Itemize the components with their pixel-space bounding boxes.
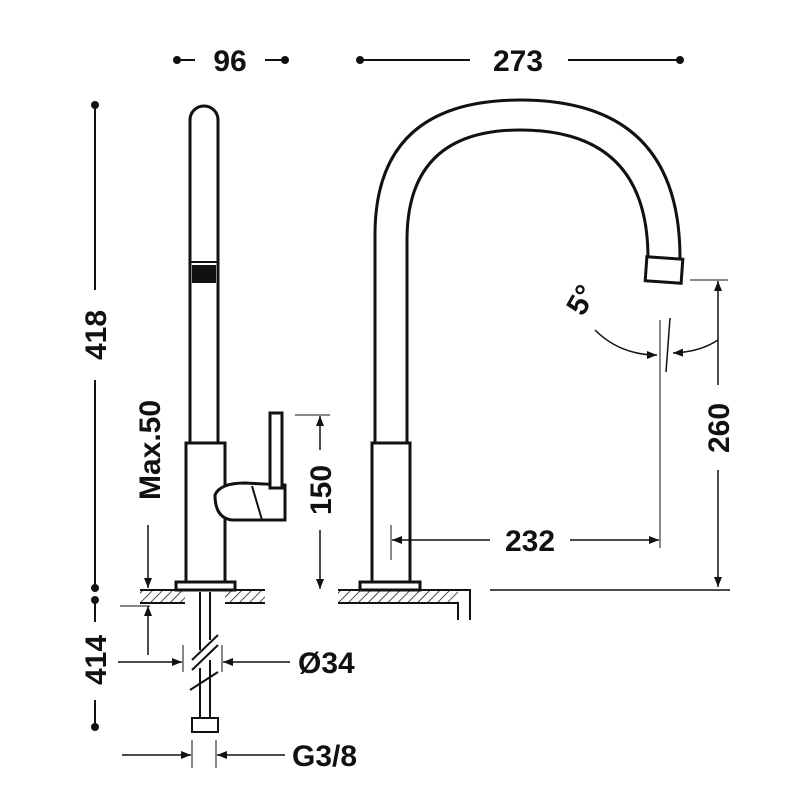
- dim-diameter-label: Ø34: [298, 647, 355, 680]
- dimension-260: 260: [690, 279, 736, 587]
- dim-260-label: 260: [703, 403, 736, 453]
- dimension-414: 414: [80, 596, 113, 731]
- dimension-232: 232: [390, 320, 661, 560]
- dim-angle-label: 5°: [560, 280, 603, 321]
- dim-150-label: 150: [305, 465, 338, 515]
- dim-414-label: 414: [80, 635, 113, 685]
- dimension-max-50: Max.50: [120, 400, 167, 655]
- countertop: [140, 589, 730, 620]
- dimension-96: 96: [173, 45, 289, 78]
- dimension-418: 418: [80, 101, 113, 592]
- faucet-side-view: [174, 104, 287, 733]
- faucet-front-view: [358, 98, 685, 592]
- dim-232-label: 232: [505, 525, 555, 558]
- dim-connection-label: G3/8: [292, 740, 357, 773]
- dimension-150: 150: [295, 414, 338, 589]
- dimension-diameter: Ø34: [118, 645, 355, 680]
- dimension-273: 273: [356, 45, 684, 78]
- dimension-angle: 5°: [560, 280, 719, 373]
- dim-96-label: 96: [213, 45, 246, 78]
- dimension-connection: G3/8: [122, 740, 357, 773]
- dim-max50-label: Max.50: [134, 400, 167, 500]
- dim-273-label: 273: [493, 45, 543, 78]
- dim-418-label: 418: [80, 310, 113, 360]
